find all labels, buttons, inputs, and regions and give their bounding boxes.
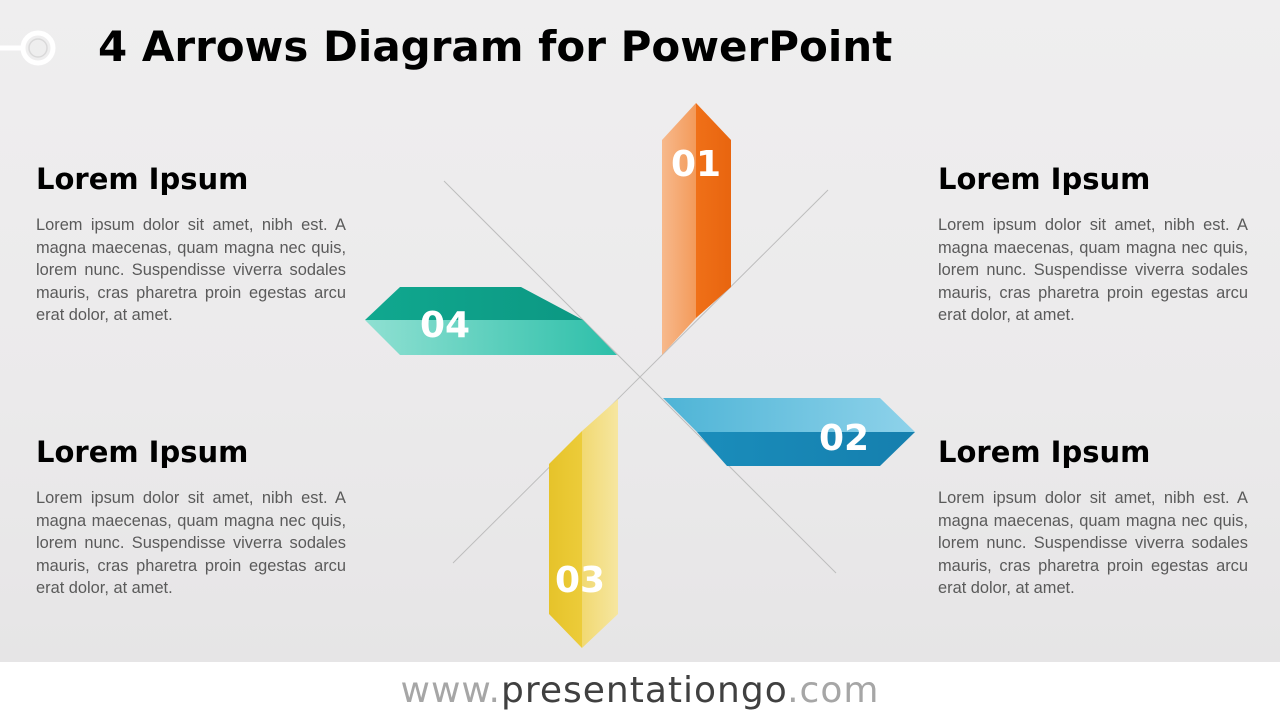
arrow-01: 01 <box>662 103 731 355</box>
text-block-heading: Lorem Ipsum <box>938 162 1151 196</box>
arrow-01-number: 01 <box>671 144 721 185</box>
text-block-heading: Lorem Ipsum <box>938 435 1151 469</box>
arrow-04-number: 04 <box>420 305 470 346</box>
guide-line-ascending <box>452 189 829 564</box>
footer-url[interactable]: www.presentationgo.com <box>401 670 880 711</box>
title-hook-icon <box>0 30 56 66</box>
text-block-body: Lorem ipsum dolor sit amet, nibh est. A … <box>36 216 346 325</box>
footer-url-suffix: .com <box>787 670 880 711</box>
text-block-body: Lorem ipsum dolor sit amet, nibh est. A … <box>938 489 1248 598</box>
arrow-02-number: 02 <box>819 418 869 459</box>
text-block-body: Lorem ipsum dolor sit amet, nibh est. A … <box>36 489 346 598</box>
four-arrows-diagram: 01 02 03 04 <box>365 103 915 648</box>
slide: 4 Arrows Diagram for PowerPoint <box>0 0 1280 662</box>
text-block-bottom-left: Lorem Ipsum Lorem ipsum dolor sit amet, … <box>36 435 346 600</box>
slide-title: 4 Arrows Diagram for PowerPoint <box>98 22 893 71</box>
arrow-02: 02 <box>663 398 915 466</box>
arrow-04: 04 <box>365 287 617 355</box>
text-block-heading: Lorem Ipsum <box>36 162 249 196</box>
text-block-top-left: Lorem Ipsum Lorem ipsum dolor sit amet, … <box>36 162 346 327</box>
arrow-03-number: 03 <box>555 560 605 601</box>
arrow-03: 03 <box>549 399 618 648</box>
text-block-top-right: Lorem Ipsum Lorem ipsum dolor sit amet, … <box>938 162 1248 327</box>
footer-url-prefix: www. <box>400 670 501 711</box>
text-block-body: Lorem ipsum dolor sit amet, nibh est. A … <box>938 216 1248 325</box>
footer-url-domain: presentationgo <box>501 670 788 711</box>
text-block-bottom-right: Lorem Ipsum Lorem ipsum dolor sit amet, … <box>938 435 1248 600</box>
footer: www.presentationgo.com <box>0 662 1280 720</box>
text-block-heading: Lorem Ipsum <box>36 435 249 469</box>
